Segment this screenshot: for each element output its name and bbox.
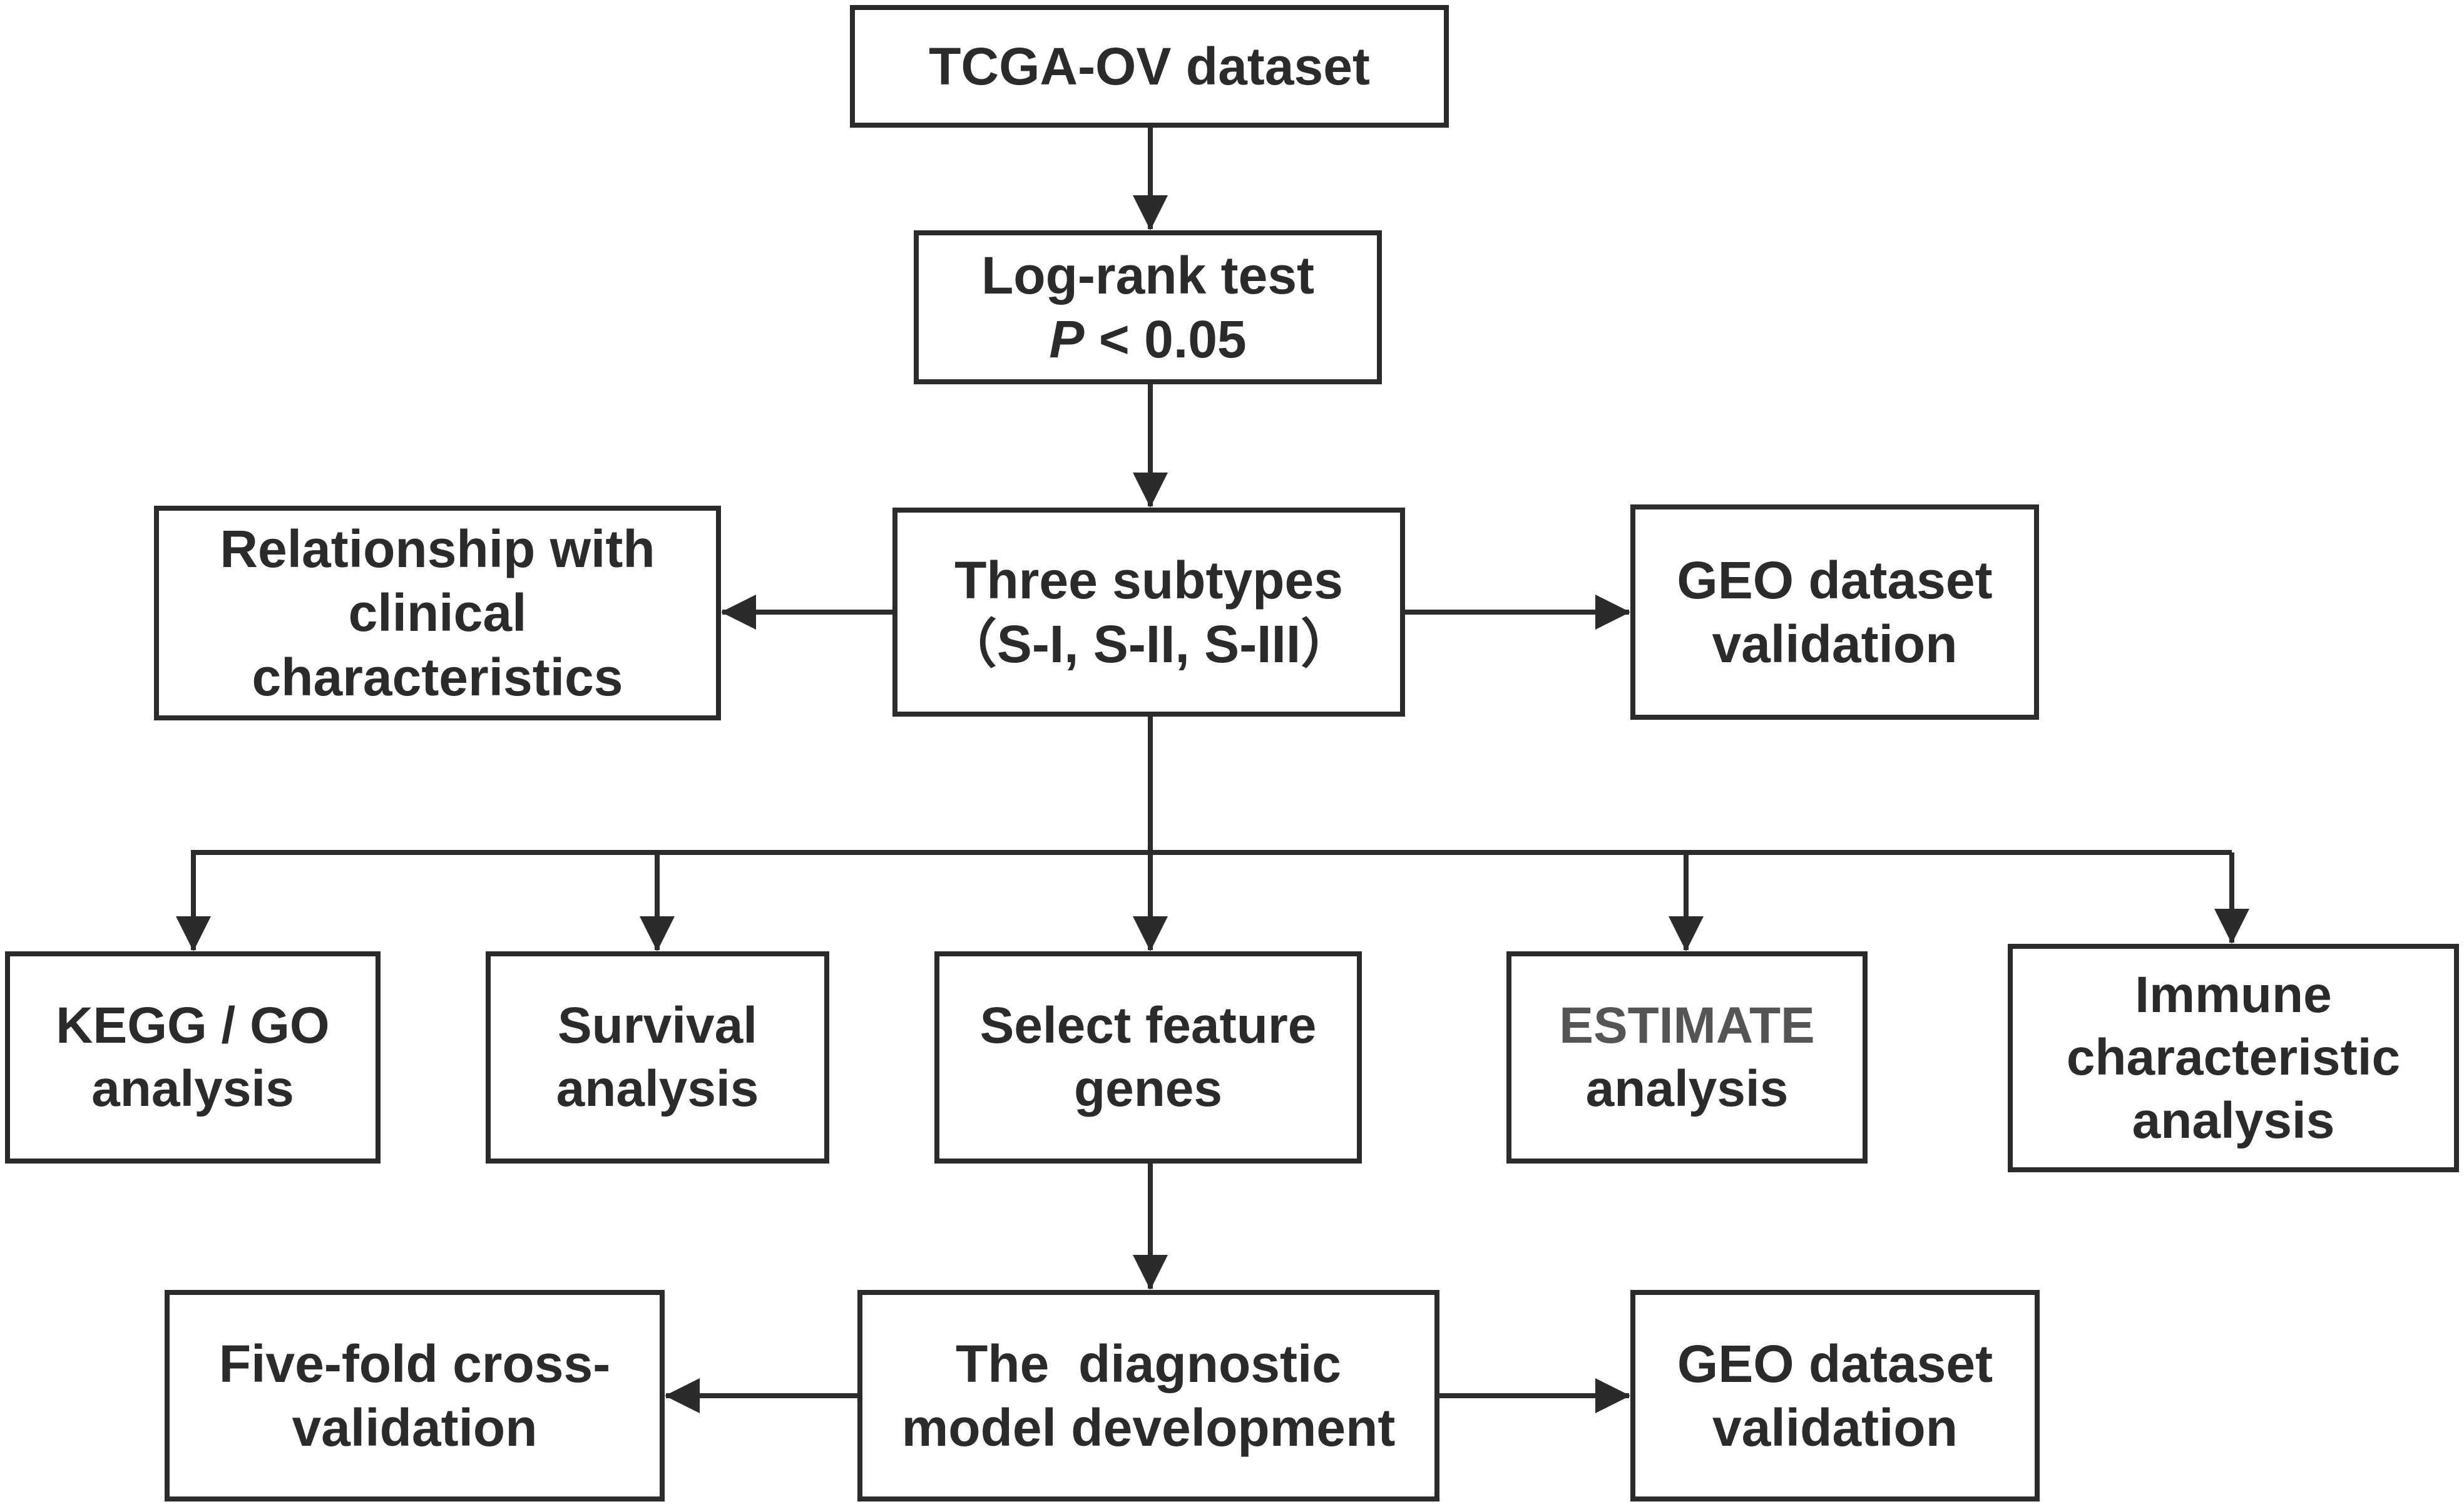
p-threshold: < 0.05	[1084, 310, 1247, 369]
label-line: Survival	[557, 997, 758, 1055]
label-line: validation	[292, 1398, 538, 1457]
node-estimate-analysis: ESTIMATE analysis	[1506, 951, 1868, 1164]
node-label: KEGG / GO analysis	[56, 995, 329, 1120]
label-line: Three subtypes	[954, 550, 1343, 610]
node-diagnostic-model-development: The diagnostic model development	[857, 1290, 1439, 1501]
label-line: Five-fold cross-	[218, 1334, 611, 1393]
label-line: clinical	[348, 583, 527, 643]
p-value-line: P < 0.05	[981, 307, 1314, 371]
label-line: Select feature	[979, 997, 1317, 1055]
label-line: （S-I, S-II, S-III）	[944, 615, 1354, 673]
node-select-feature-genes: Select feature genes	[934, 951, 1362, 1164]
node-label: Three subtypes （S-I, S-II, S-III）	[944, 548, 1353, 677]
label-line: Log-rank test	[981, 245, 1315, 305]
label-line: genes	[1074, 1060, 1222, 1117]
label-line: analysis	[2132, 1092, 2335, 1149]
node-label: TCGA-OV dataset	[929, 34, 1370, 98]
node-geo-validation-top: GEO dataset validation	[1630, 504, 2039, 720]
node-kegg-go-analysis: KEGG / GO analysis	[5, 951, 381, 1164]
node-immune-characteristic-analysis: Immune characteristic analysis	[2008, 944, 2459, 1172]
node-five-fold-cross-validation: Five-fold cross- validation	[165, 1290, 665, 1501]
node-label: Five-fold cross- validation	[219, 1332, 610, 1460]
label-line: KEGG / GO	[56, 997, 330, 1055]
label-line: GEO dataset	[1677, 1334, 1993, 1393]
node-label: The diagnostic model development	[902, 1332, 1396, 1460]
node-label: Immune characteristic analysis	[2067, 964, 2400, 1152]
label-line: analysis	[1585, 1060, 1789, 1117]
label-line: ESTIMATE	[1559, 997, 1815, 1055]
node-tcga-ov-dataset: TCGA-OV dataset	[850, 5, 1449, 128]
label-line: TCGA-OV dataset	[929, 36, 1370, 96]
label-line: analysis	[556, 1060, 759, 1117]
label-line: characteristics	[252, 647, 623, 707]
label-line: characteristic	[2066, 1029, 2401, 1087]
node-label: ESTIMATE analysis	[1559, 995, 1814, 1120]
node-three-subtypes: Three subtypes （S-I, S-II, S-III）	[892, 508, 1405, 717]
label-line: The diagnostic	[955, 1334, 1342, 1393]
node-label: Log-rank test P < 0.05	[981, 243, 1314, 372]
label-line: GEO dataset	[1677, 550, 1993, 610]
node-clinical-relationship: Relationship with clinical characteristi…	[154, 506, 721, 720]
node-geo-validation-bottom: GEO dataset validation	[1630, 1290, 2040, 1501]
node-survival-analysis: Survival analysis	[486, 951, 829, 1164]
node-label: GEO dataset validation	[1677, 548, 1992, 677]
label-line: Immune	[2135, 966, 2332, 1024]
node-label: Select feature genes	[980, 995, 1317, 1120]
label-line: analysis	[91, 1060, 294, 1117]
label-line: Relationship with	[220, 519, 655, 578]
node-label: GEO dataset validation	[1677, 1332, 1993, 1460]
label-line: validation	[1712, 615, 1958, 673]
label-line: validation	[1712, 1398, 1958, 1457]
p-symbol: P	[1049, 310, 1085, 369]
node-label: Survival analysis	[556, 995, 759, 1120]
node-log-rank-test: Log-rank test P < 0.05	[914, 230, 1382, 384]
node-label: Relationship with clinical characteristi…	[220, 517, 655, 709]
label-line: model development	[901, 1398, 1396, 1457]
